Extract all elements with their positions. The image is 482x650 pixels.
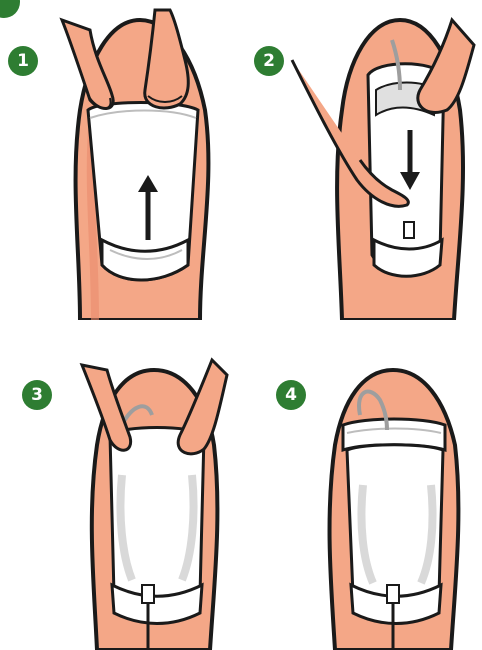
step-3-badge: 3: [22, 380, 52, 410]
corner-decoration: [0, 0, 20, 18]
step-3-number: 3: [31, 385, 43, 405]
step-4-badge: 4: [276, 380, 306, 410]
step-2-illustration: [282, 0, 482, 320]
step-3-illustration: [52, 345, 242, 650]
step-2-badge: 2: [254, 46, 284, 76]
step-1-number: 1: [17, 51, 29, 71]
step-2-number: 2: [263, 51, 275, 71]
step-1-illustration: [40, 0, 240, 320]
step-4-number: 4: [285, 385, 297, 405]
step-4-illustration: [305, 345, 480, 650]
step-1-badge: 1: [8, 46, 38, 76]
